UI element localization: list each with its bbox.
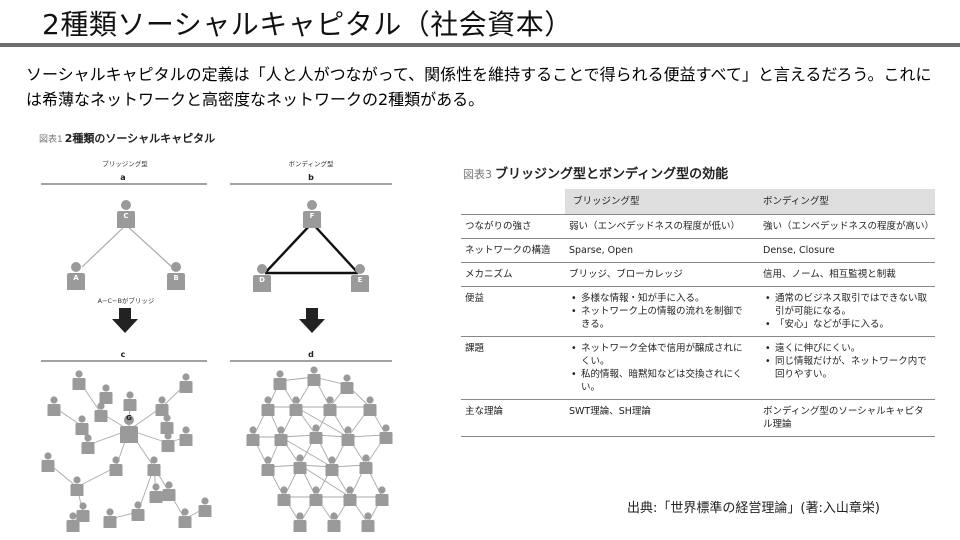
bonding-cell: 通常のビジネス取引ではできない取引が可能になる。「安心」などが手に入る。 [755,286,935,337]
figure3-title: ブリッジング型とボンディング型の効能 [495,167,729,182]
bonding-cell: ボンディング型のソーシャルキャピタル理論 [755,399,935,437]
cell-text: Dense, Closure [763,245,835,256]
cell-text: SWT理論、SH理論 [569,406,651,417]
table-row: 主な理論 SWT理論、SH理論 ボンディング型のソーシャルキャピタル理論 [461,399,935,437]
table-header-bridging: ブリッジング型 [565,189,755,215]
bridging-cell: ブリッジ、ブローカレッジ [565,262,755,287]
cell-text: 弱い（エンベデッドネスの程度が低い） [569,221,741,232]
bullet-item: 同じ情報だけが、ネットワーク内で回りやすい。 [765,355,931,381]
cell-text: Sparse, Open [569,245,633,256]
figure1-tag: 図表1 [39,135,63,145]
table-header-row: ブリッジング型 ボンディング型 [461,189,935,215]
node-e-label: E [358,276,363,284]
title-underline [0,43,960,47]
source-citation: 出典:「世界標準の経営理論」(著:入山章栄) [627,501,880,516]
node-a-label: A [73,274,79,282]
comparison-table: ブリッジング型 ボンディング型 つながりの強さ弱い（エンベデッドネスの程度が低い… [461,189,935,437]
row-label: 課題 [461,336,565,400]
node-f-label: F [310,212,315,220]
bullet-item: ネットワーク全体で信用が醸成されにくい。 [571,342,751,368]
bullet-item: ネットワーク上の情報の流れを制御できる。 [571,305,751,331]
node-g-label: G [126,414,132,422]
panel-d-label: d [308,350,314,359]
bullet-item: 遠くに伸びにくい。 [765,342,931,355]
edge-f-d [264,222,313,274]
bridging-cell: Sparse, Open [565,238,755,263]
figure1-title: 2種類のソーシャルキャピタル [64,132,216,145]
bonding-type-label: ボンディング型 [288,159,334,168]
row-label: メカニズム [461,262,565,287]
bonding-cell: 信用、ノーム、相互監視と制裁 [755,262,935,287]
down-arrow-icon [112,308,138,333]
panel-a-label: a [120,173,125,182]
row-label: 便益 [461,286,565,337]
cell-text: 信用、ノーム、相互監視と制裁 [763,269,896,280]
bullet-item: 「安心」などが手に入る。 [765,318,931,331]
panel-c-label: c [121,350,126,359]
cell-text: ブリッジ、ブローカレッジ [569,269,683,280]
cell-text: ボンディング型のソーシャルキャピタル理論 [763,406,924,430]
panel-c-people [41,370,212,532]
bonding-cell: 遠くに伸びにくい。同じ情報だけが、ネットワーク内で回りやすい。 [755,336,935,400]
node-b-label: B [173,274,178,282]
table-body: つながりの強さ弱い（エンベデッドネスの程度が低い） 強い（エンベデッドネスの程度が… [461,214,935,437]
node-c-label: C [123,212,128,220]
node-d-label: D [259,276,265,284]
cell-text: 強い（エンベデッドネスの程度が高い） [763,221,935,232]
bridging-cell: ネットワーク全体で信用が醸成されにくい。私的情報、暗黙知などは交換されにくい。 [565,336,755,400]
table-header-blank [461,189,565,215]
bridging-type-label: ブリッジング型 [102,159,148,168]
edge-c-a [81,224,127,268]
bridge-note: A−C−Bがブリッジ [98,296,155,305]
bonding-cell: Dense, Closure [755,238,935,263]
panel-b-label: b [308,173,314,182]
row-label: ネットワークの構造 [461,238,565,263]
bonding-cell: 強い（エンベデッドネスの程度が高い） [755,214,935,239]
table-row: メカニズムブリッジ、ブローカレッジ 信用、ノーム、相互監視と制裁 [461,262,935,287]
table-row: 課題ネットワーク全体で信用が醸成されにくい。私的情報、暗黙知などは交換されにくい… [461,336,935,400]
figure1-network-diagram: ブリッジング型 a ボンディング型 b C A B A−C−Bがブリッジ F D… [41,159,393,532]
down-arrow-icon [299,308,325,333]
bridging-cell: SWT理論、SH理論 [565,399,755,437]
lead-paragraph: ソーシャルキャピタルの定義は「人と人がつながって、関係性を維持することで得られる… [26,65,932,109]
edge-f-e [311,222,359,274]
table-header-bonding: ボンディング型 [755,189,935,215]
bullet-item: 通常のビジネス取引ではできない取引が可能になる。 [765,292,931,318]
table-row: 便益多様な情報・知が手に入る。ネットワーク上の情報の流れを制御できる。通常のビジ… [461,286,935,337]
edge-c-b [125,224,173,268]
figure3-tag: 図表3 [463,168,492,181]
row-label: つながりの強さ [461,214,565,239]
panel-d-people [246,366,393,532]
table-row: つながりの強さ弱い（エンベデッドネスの程度が低い） 強い（エンベデッドネスの程度が… [461,214,935,239]
slide-title: 2種類ソーシャルキャピタル（社会資本） [42,8,573,41]
row-label: 主な理論 [461,399,565,437]
bridging-cell: 弱い（エンベデッドネスの程度が低い） [565,214,755,239]
bullet-item: 多様な情報・知が手に入る。 [571,292,751,305]
bullet-item: 私的情報、暗黙知などは交換されにくい。 [571,368,751,394]
table-row: ネットワークの構造 Sparse, Open Dense, Closure [461,238,935,263]
bridging-cell: 多様な情報・知が手に入る。ネットワーク上の情報の流れを制御できる。 [565,286,755,337]
